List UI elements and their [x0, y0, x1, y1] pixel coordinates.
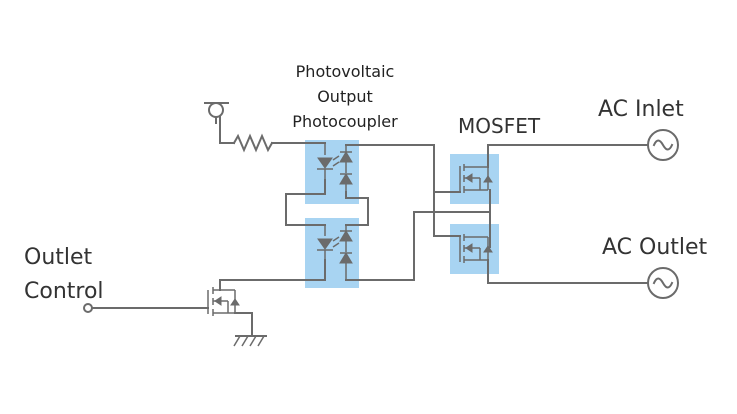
input-terminal-icon[interactable] [83, 303, 93, 313]
outlet-control-label-line2: Control [24, 279, 104, 304]
outlet-control-label-line1: Outlet [24, 245, 93, 270]
photocoupler-label-line2: Output [317, 87, 373, 106]
wire-pc-link-right [345, 191, 369, 226]
wire-control-fet-source [234, 312, 253, 337]
ac-outlet-label: AC Outlet [602, 235, 708, 260]
photodiode-icon [339, 145, 353, 192]
resistor-icon [232, 133, 274, 153]
photocoupler-label-line1: Photovoltaic [296, 62, 395, 81]
vcc-icon [204, 102, 229, 144]
mosfet-icon [207, 287, 240, 316]
wire-pc-link [285, 179, 326, 226]
ground-icon [233, 335, 267, 347]
wire-gate-bottom [433, 191, 461, 237]
photocoupler-label-line3: Photocoupler [292, 112, 398, 131]
photodiode-icon [339, 225, 353, 280]
wire-gate-top [433, 144, 461, 193]
ac-inlet-label: AC Inlet [598, 97, 684, 122]
ac-source-icon [647, 267, 679, 299]
led-icon [317, 225, 340, 260]
mosfet-icon [459, 164, 493, 193]
wire-pc-bottom-out [345, 211, 491, 281]
wire-led-to-control-fet [219, 259, 326, 291]
mosfet-highlight-top [450, 154, 499, 204]
mosfet-highlight-bottom [450, 224, 499, 274]
mosfet-label: MOSFET [458, 114, 541, 138]
mosfet-icon [459, 234, 493, 263]
ac-source-icon [647, 129, 679, 161]
led-icon [317, 143, 340, 180]
